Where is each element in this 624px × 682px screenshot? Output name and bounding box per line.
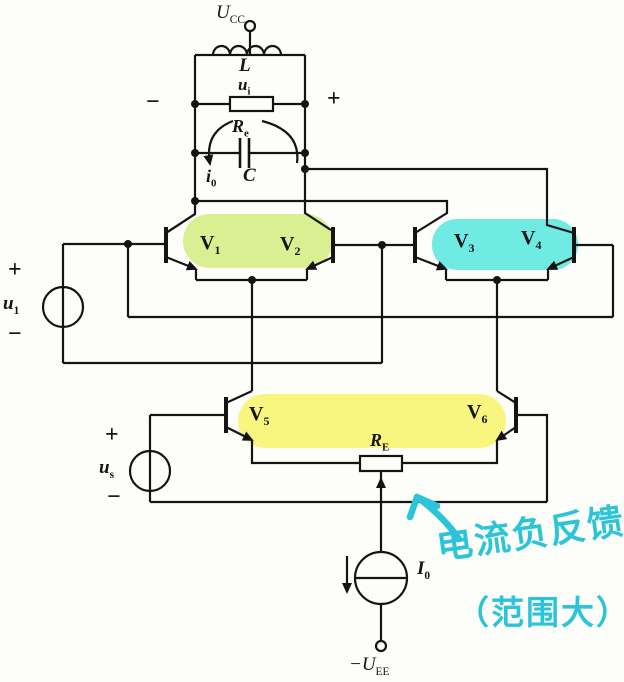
label-tank-minus: − xyxy=(146,89,160,115)
label-v1: V1 xyxy=(200,232,221,257)
label-tank-plus: + xyxy=(327,86,341,112)
us-source-network xyxy=(128,415,547,504)
annotation-arrow xyxy=(406,493,463,543)
v1-collector-lead xyxy=(165,213,196,234)
label-tank-current: i0 xyxy=(206,166,217,190)
label-u1-minus: − xyxy=(8,321,22,347)
junction-dot xyxy=(301,100,309,108)
ucc-terminal xyxy=(243,19,257,33)
tail-current-branch xyxy=(342,471,409,653)
label-v2: V2 xyxy=(280,233,301,258)
re-resistor-box xyxy=(228,95,275,113)
junction-dot xyxy=(301,165,309,173)
v6-base-lead xyxy=(516,413,549,502)
annotation-arrow-head xyxy=(406,493,441,521)
uee-terminal xyxy=(374,639,388,653)
label-uee: −UEE xyxy=(349,654,390,678)
wire-left-node-to-v3 xyxy=(195,199,449,234)
i0-arc-right xyxy=(261,119,299,164)
label-v6: V6 xyxy=(467,401,488,426)
junction-dot xyxy=(191,149,199,157)
annotation-text-line2: （范围大） xyxy=(456,594,624,631)
label-capacitor: C xyxy=(243,165,256,186)
collector-wiring xyxy=(195,167,575,235)
label-re-emitter: RE xyxy=(370,430,390,454)
junction-dot xyxy=(124,240,132,248)
tank-left-rail xyxy=(165,55,197,234)
label-inductor: L xyxy=(239,55,251,76)
v6-emitter-lead xyxy=(495,426,517,442)
label-v4: V4 xyxy=(521,227,542,252)
label-v5: V5 xyxy=(249,403,270,428)
junction-dot xyxy=(191,100,199,108)
junction-dots xyxy=(124,100,501,284)
highlight-v1-v2 xyxy=(183,214,333,268)
tank-right-rail xyxy=(303,55,332,231)
junction-dot xyxy=(493,276,501,284)
v6-emitter-to-re-wire xyxy=(402,440,499,465)
transistor-v5 xyxy=(150,390,360,465)
transistor-v3 xyxy=(413,227,448,280)
v5-emitter-lead xyxy=(225,426,254,441)
v5-emitter-to-re-wire xyxy=(250,440,360,465)
highlight-v5-v6 xyxy=(238,394,506,448)
transistor-v4 xyxy=(546,227,613,280)
re-emitter-resistor-box xyxy=(358,454,404,473)
wire-right-node-to-v4 xyxy=(305,167,575,235)
label-tank-resistor: Re xyxy=(232,116,249,140)
junction-dot xyxy=(248,276,256,284)
capacitor-plates xyxy=(238,138,251,168)
inductor-coil xyxy=(211,44,283,56)
v3-emitter-lead xyxy=(414,255,448,271)
v6-collector-lead xyxy=(496,390,517,404)
label-us: us xyxy=(99,457,115,481)
lower-pair xyxy=(150,390,549,502)
label-i0-source: I0 xyxy=(417,558,431,582)
v2-emitter-lead xyxy=(305,256,334,270)
highlight-v3-v4 xyxy=(432,219,578,270)
v4-emitter-lead xyxy=(546,256,575,270)
v5-collector-lead xyxy=(225,390,253,404)
u1-source-circle xyxy=(41,285,85,329)
label-v3: V3 xyxy=(454,230,475,255)
label-u1-plus: + xyxy=(8,257,22,283)
i0-arc-left xyxy=(203,119,234,166)
highlight-blobs xyxy=(183,214,578,448)
transistor-v6 xyxy=(402,390,549,502)
junction-dot xyxy=(301,149,309,157)
label-tank-voltage: ui xyxy=(238,75,251,98)
label-u1: u1 xyxy=(3,293,20,317)
label-us-plus: + xyxy=(105,422,119,448)
label-us-minus: − xyxy=(107,484,121,510)
v1-emitter-lead xyxy=(165,255,198,271)
us-source-circle xyxy=(128,449,172,493)
transistor-v1 xyxy=(164,213,198,280)
label-ucc: UCC xyxy=(216,2,245,26)
u1-source-network xyxy=(41,242,615,365)
junction-dot xyxy=(191,197,199,205)
junction-dot xyxy=(378,241,386,249)
